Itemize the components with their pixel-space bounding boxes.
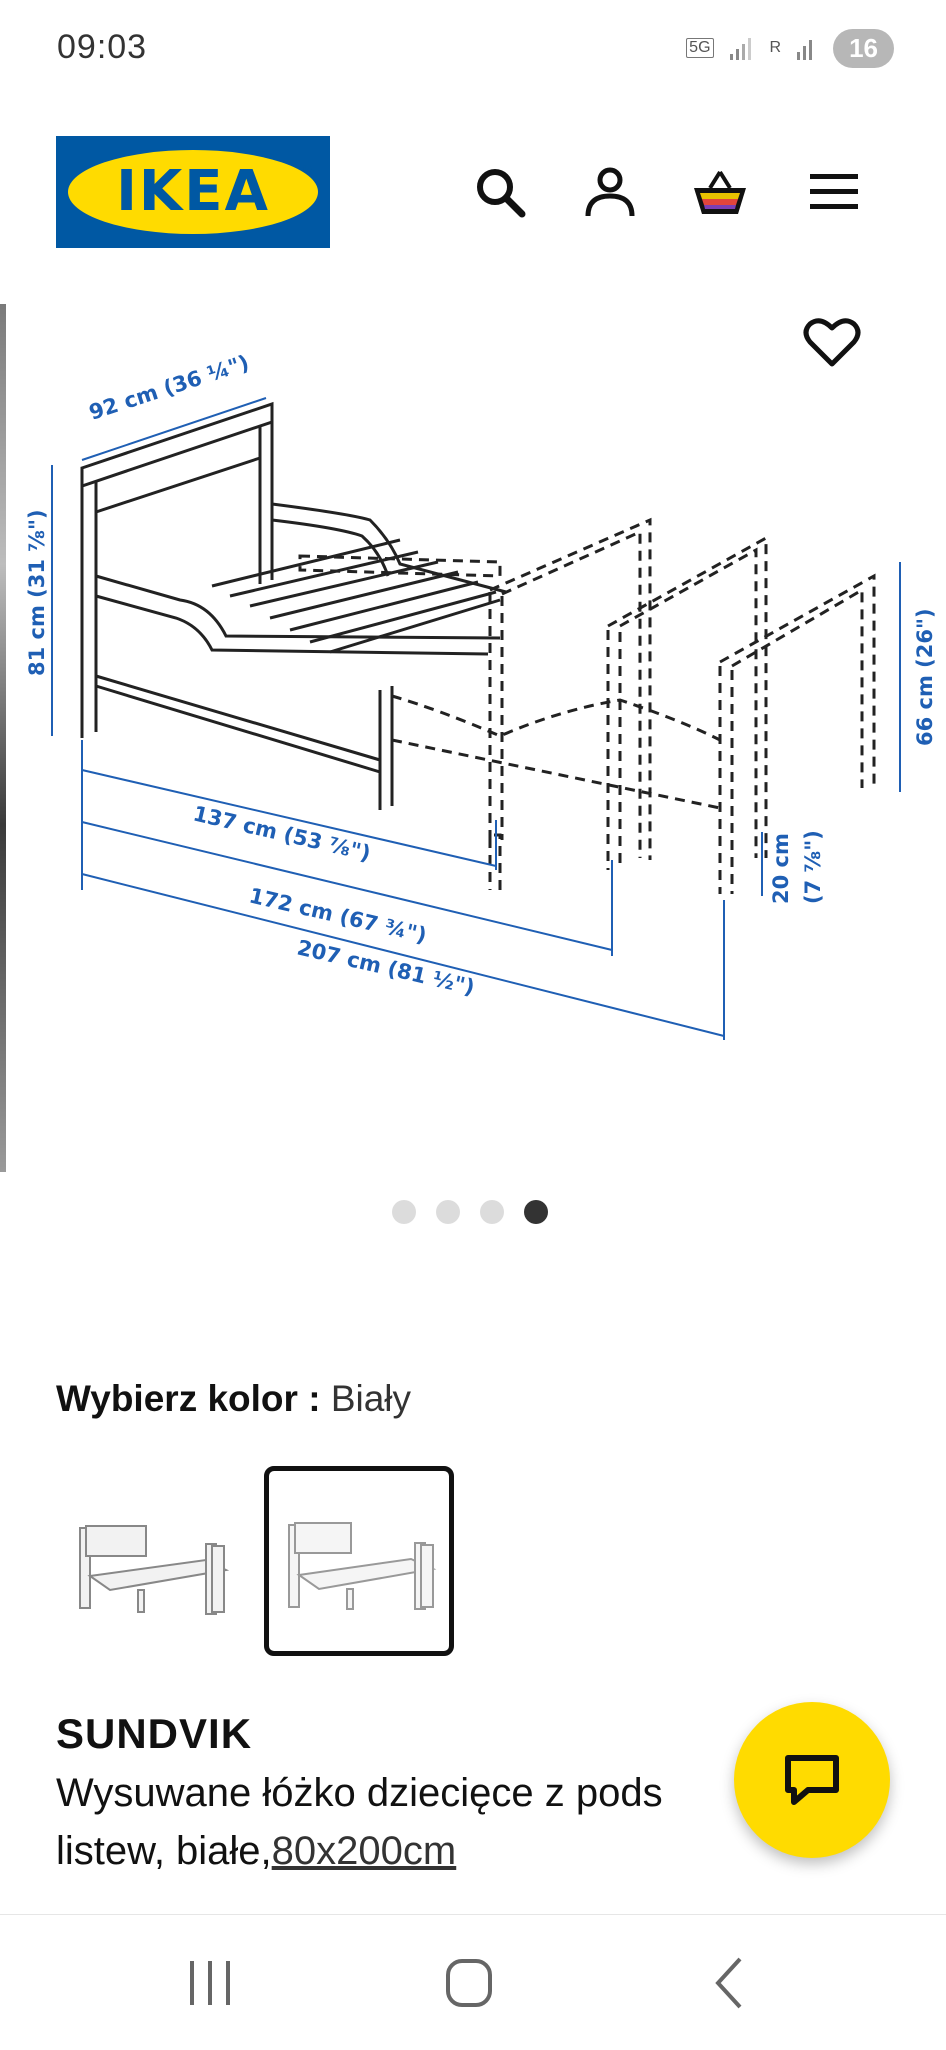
color-value: Biały — [330, 1378, 412, 1419]
color-label-text: Wybierz kolor : — [56, 1378, 331, 1419]
logo-registered-mark: ® — [303, 162, 312, 176]
status-icons: 5G R 16 — [686, 26, 894, 70]
gallery-pagination — [392, 1200, 548, 1224]
recent-apps-icon[interactable] — [170, 1953, 250, 2013]
product-name: SUNDVIK — [56, 1710, 253, 1757]
status-time: 09:03 — [57, 28, 148, 66]
chat-button[interactable] — [734, 1702, 890, 1858]
ikea-logo[interactable]: IKEA ® — [56, 136, 330, 248]
color-selector-label: Wybierz kolor : Biały — [56, 1378, 411, 1420]
bed-thumbnail-1 — [79, 1525, 230, 1615]
dim-width-label: 92 cm (36 ¼") — [86, 350, 252, 424]
search-icon[interactable] — [470, 162, 530, 222]
site-header: IKEA ® — [0, 96, 946, 292]
extension-dashed-drawing — [298, 517, 876, 894]
dim-base-height-label: 20 cm — [769, 833, 793, 904]
logo-text: IKEA — [116, 159, 270, 224]
roaming-label: R — [769, 39, 782, 56]
color-swatch-2-selected[interactable] — [264, 1466, 454, 1656]
product-size-link[interactable]: 80x200cm — [271, 1829, 457, 1873]
dim-length-1-label: 137 cm (53 ⅞") — [191, 801, 373, 865]
back-icon[interactable] — [692, 1953, 772, 2013]
previous-image-peek — [0, 304, 6, 1172]
bed-thumbnail-2 — [288, 1522, 437, 1610]
dim-height-foot-label: 66 cm (26") — [913, 608, 937, 746]
product-description-line-1: Wysuwane łóżko dziecięce z pods — [56, 1771, 663, 1815]
color-swatch-1[interactable] — [56, 1466, 246, 1656]
bed-frame-drawing — [80, 401, 507, 810]
gallery-dot-3[interactable] — [480, 1200, 504, 1224]
gallery-dot-4-active[interactable] — [524, 1200, 548, 1224]
signal-icon-2 — [797, 40, 813, 60]
status-bar: 09:03 5G R 16 — [0, 0, 946, 96]
account-icon[interactable] — [580, 162, 640, 222]
favourite-heart-icon[interactable] — [800, 310, 864, 374]
basket-icon[interactable] — [690, 162, 750, 222]
gallery-dot-2[interactable] — [436, 1200, 460, 1224]
network-type-icon: 5G — [686, 38, 714, 58]
product-description-line-2: listew, białe, — [56, 1829, 272, 1873]
product-description: Wysuwane łóżko dziecięce z pods listew, … — [56, 1764, 756, 1880]
logo-ellipse — [68, 150, 318, 234]
home-icon[interactable] — [428, 1953, 508, 2013]
gallery-dot-1[interactable] — [392, 1200, 416, 1224]
dim-base-height-inch-label: (7 ⅞") — [801, 830, 825, 904]
bed-dimension-diagram: 92 cm (36 ¼") 81 cm (31 ⅞") 137 cm (53 ⅞… — [25, 350, 937, 1040]
menu-icon[interactable] — [804, 162, 864, 222]
chat-bubble-icon — [785, 1755, 839, 1805]
dimension-lines — [51, 397, 901, 1040]
signal-icon — [729, 38, 751, 60]
dim-height-headboard-label: 81 cm (31 ⅞") — [25, 509, 49, 676]
battery-indicator: 16 — [833, 28, 894, 68]
android-nav-bar — [0, 1914, 946, 2050]
product-image-gallery[interactable]: 92 cm (36 ¼") 81 cm (31 ⅞") 137 cm (53 ⅞… — [0, 300, 946, 1180]
